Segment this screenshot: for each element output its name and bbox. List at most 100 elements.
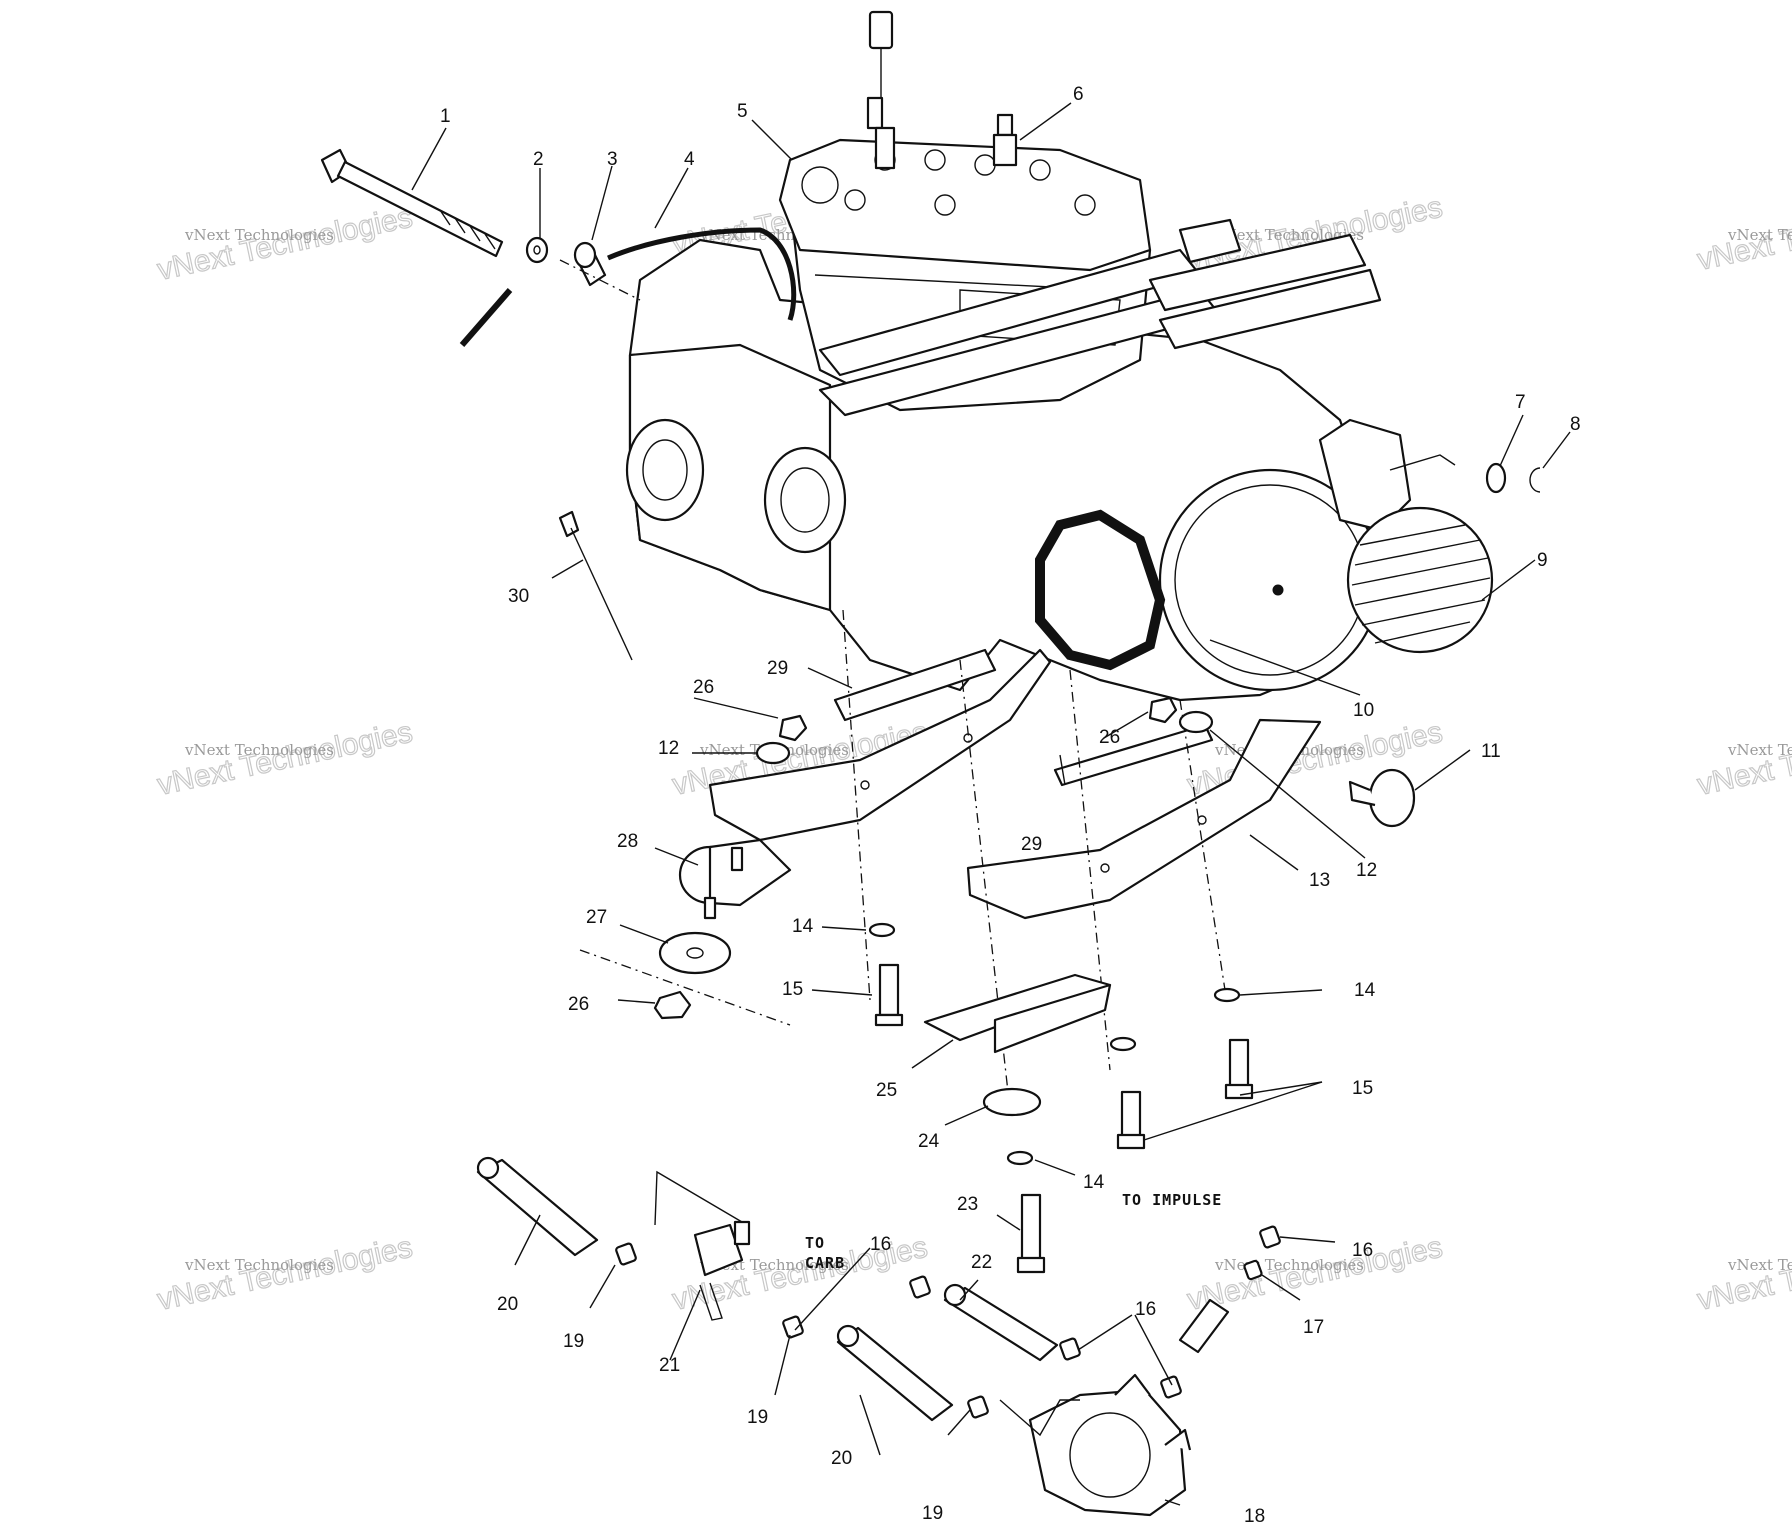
routing-notes: TO CARB TO IMPULSE [805,1191,1222,1272]
hose-clamp [615,1242,637,1266]
engine-mount-bolt [320,148,504,258]
bolt [1016,1193,1046,1274]
watermark: vNext Technologies vNext Technologies [1184,1230,1446,1317]
callout-21: 21 [659,1355,680,1376]
washer [1178,710,1214,734]
watermark-small: vNext Technologies [1727,1256,1792,1274]
callout-22: 22 [971,1252,992,1273]
callout-9: 9 [1537,550,1548,571]
callout-19-b: 19 [747,1407,768,1428]
callout-7: 7 [1515,392,1526,413]
callout-3: 3 [607,149,618,170]
lock-washer [868,922,896,938]
callout-29-b: 29 [1021,834,1042,855]
note-to-impulse: TO IMPULSE [1122,1191,1222,1209]
hose-clamp [967,1395,989,1419]
callout-15-b: 15 [1352,1078,1373,1099]
mount-strip [833,648,997,722]
flat-washer [658,931,732,975]
callout-2: 2 [533,149,544,170]
watermark-small: vNext Technologies [1214,1256,1364,1274]
callout-26-b: 26 [1099,727,1120,748]
rubber-damper [678,838,792,920]
lock-washer [1006,1150,1034,1166]
fan-screen [1346,506,1494,654]
callout-14-b: 14 [1354,980,1376,1001]
washer [525,236,549,264]
callout-15-a: 15 [782,979,803,1000]
callout-13: 13 [1309,870,1330,891]
mount-strip [1053,723,1214,787]
watermark: vNext Technologies vNext Technologies [1694,1230,1792,1317]
callout-12-right: 12 [1356,860,1377,881]
callout-27: 27 [586,907,607,928]
callout-23: 23 [957,1194,978,1215]
engine-assembly [459,10,1494,702]
retaining-clip [1529,467,1541,493]
spacer-bushing [573,241,607,287]
nut [778,714,808,742]
watermark-small: vNext Technologies [1727,226,1792,244]
callout-8: 8 [1570,414,1581,435]
callout-29-a: 29 [767,658,788,679]
right-engine-mount-plate [966,718,1322,920]
note-to-carb-line2: CARB [805,1254,845,1272]
callout-17: 17 [1303,1317,1324,1338]
callout-20-b: 20 [831,1448,852,1469]
fuel-pump [1028,1373,1192,1517]
fuel-hose [836,1324,954,1422]
fuel-hose [1178,1298,1230,1354]
callout-12-left: 12 [658,738,679,759]
washer [1485,462,1507,494]
callout-10: 10 [1353,700,1374,721]
callout-5: 5 [737,101,748,122]
flat-washer [982,1087,1042,1117]
hose-clamp [782,1315,804,1339]
callout-16-c: 16 [1352,1240,1373,1261]
callout-19-a: 19 [563,1331,584,1352]
hose-clamp [1059,1337,1081,1361]
hose-clamp [909,1275,931,1299]
mount-bracket [923,973,1112,1054]
hose-clamp [1243,1259,1263,1281]
callout-4: 4 [684,149,695,170]
hose-clamp [1259,1225,1281,1249]
rubber-mount [1348,768,1416,828]
left-engine-mount-plate [708,648,1052,842]
fuel-hose [476,1156,599,1257]
callout-14-c: 14 [1083,1172,1105,1193]
note-to-carb-line1: TO [805,1234,825,1252]
callout-25: 25 [876,1080,897,1101]
watermark: vNext Technologies vNext Technologies [1694,190,1792,277]
washer [755,741,791,765]
long-through-bolt [558,510,633,661]
bolt [1116,1090,1146,1150]
callout-18: 18 [1244,1506,1265,1527]
callout-1: 1 [440,106,451,127]
callout-11: 11 [1481,741,1501,762]
watermark-small: vNext Technologies [184,741,334,759]
callout-16-b: 16 [1135,1299,1156,1320]
lock-washer [1213,987,1241,1003]
watermark: vNext Technologies vNext Technologies [1694,715,1792,802]
callout-labels: 1 2 3 4 5 6 7 8 9 10 11 12 12 13 14 14 1… [440,84,1581,1527]
bolt [874,963,904,1027]
leader-lines [411,102,1571,1506]
callout-28: 28 [617,831,638,852]
nut [1148,696,1178,724]
watermark: vNext Technologies vNext Technologies [154,715,416,802]
bolt [1224,1038,1254,1100]
callout-24: 24 [918,1131,940,1152]
callout-14-a: 14 [792,916,814,937]
callout-30: 30 [508,586,529,607]
callout-20-a: 20 [497,1294,518,1315]
watermark-small: vNext Technologies [1727,741,1792,759]
hose-clamp [1160,1375,1182,1399]
callout-6: 6 [1073,84,1084,105]
fuel-valve [693,1220,751,1321]
nut [653,990,692,1020]
watermark: vNext Technologies vNext Technologies [154,200,416,287]
watermark: vNext Technologies vNext Technologies [154,1230,416,1317]
callout-26-a: 26 [693,677,714,698]
